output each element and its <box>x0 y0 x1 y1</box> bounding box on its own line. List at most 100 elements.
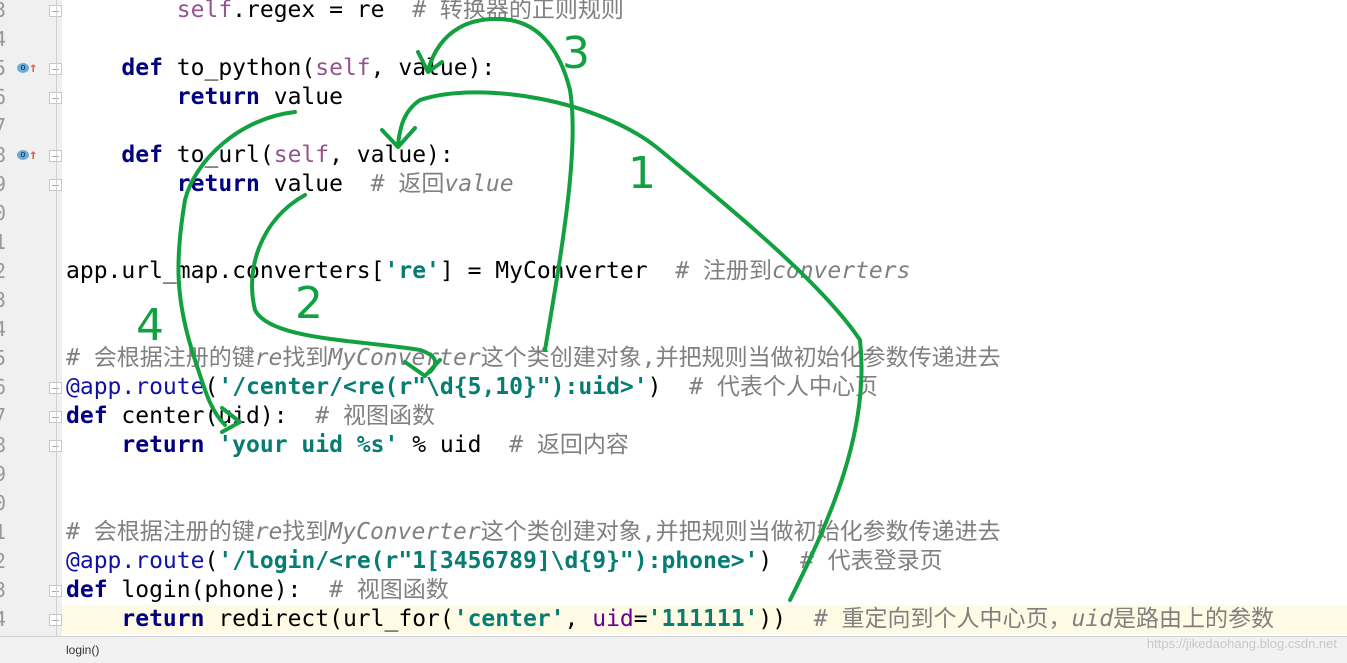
code-line[interactable]: @app.route('/login/<re(r"1[3456789]\d{9}… <box>66 547 1347 576</box>
code-line[interactable]: def to_url(self, value): <box>66 141 1347 170</box>
code-token <box>66 171 177 197</box>
code-token: ( <box>204 548 219 574</box>
fold-toggle-icon[interactable] <box>49 585 62 597</box>
code-line[interactable] <box>66 315 1347 344</box>
code-token: '/center/<re(r"\d{5,10}"):uid>' <box>218 374 648 400</box>
code-line[interactable] <box>66 25 1347 54</box>
line-number: 4 <box>0 605 6 634</box>
code-token: '/login/<re(r"1[3456789]\d{9}"):phone>' <box>218 548 759 574</box>
code-token: ) <box>758 548 800 574</box>
code-token: # 注册到 <box>675 258 772 284</box>
line-number: 3 <box>0 576 6 605</box>
code-line[interactable] <box>66 199 1347 228</box>
line-number: 0 <box>0 199 6 228</box>
code-token: # 返回内容 <box>509 432 629 458</box>
code-token: 'center' <box>453 606 565 632</box>
code-token: # 重定向到个人中心页， <box>813 606 1072 632</box>
breadcrumb[interactable]: login() <box>66 643 100 657</box>
line-number: 7 <box>0 402 6 431</box>
code-token: ) <box>647 374 690 400</box>
code-line[interactable]: self.regex = re # 转换器的正则规则 <box>66 0 1347 25</box>
code-token: value <box>273 84 343 110</box>
code-token: re <box>254 345 283 371</box>
line-number: 0 <box>0 489 6 518</box>
code-line[interactable]: # 会根据注册的键re找到MyConverter这个类创建对象,并把规则当做初始… <box>66 344 1347 373</box>
code-token: @app.route <box>66 374 205 400</box>
code-token: value <box>273 171 371 197</box>
line-number: 9 <box>0 170 6 199</box>
code-token: 是路由上的参数 <box>1113 606 1275 632</box>
code-line[interactable]: def center(uid): # 视图函数 <box>66 402 1347 431</box>
code-token: ] = MyConverter <box>439 258 676 284</box>
status-bar: login() <box>0 636 1347 663</box>
line-number: 8 <box>0 431 6 460</box>
code-token <box>66 0 177 23</box>
code-token: self <box>315 55 371 81</box>
code-token: '111111' <box>647 606 759 632</box>
code-line[interactable] <box>66 286 1347 315</box>
line-number: 3 <box>0 0 6 25</box>
fold-toggle-icon[interactable] <box>49 179 62 191</box>
override-method-icon[interactable]: o↑ <box>17 60 37 76</box>
fold-toggle-icon[interactable] <box>49 63 62 75</box>
code-token: )) <box>758 606 814 632</box>
fold-toggle-icon[interactable] <box>49 411 62 423</box>
code-line[interactable]: def to_python(self, value): <box>66 54 1347 83</box>
code-token: , <box>564 606 593 632</box>
code-token: MyConverter <box>328 345 481 371</box>
code-line[interactable] <box>66 228 1347 257</box>
line-number: 1 <box>0 228 6 257</box>
code-token: , value): <box>329 142 454 168</box>
fold-toggle-icon[interactable] <box>49 92 62 104</box>
code-line[interactable] <box>66 489 1347 518</box>
code-line[interactable]: return value # 返回value <box>66 170 1347 199</box>
code-token: 找到 <box>282 519 329 545</box>
code-line[interactable] <box>66 112 1347 141</box>
code-token: def <box>66 403 122 429</box>
code-line[interactable] <box>66 460 1347 489</box>
code-token: def <box>121 55 177 81</box>
code-line[interactable]: return 'your uid %s' % uid # 返回内容 <box>66 431 1347 460</box>
code-token: return <box>176 171 274 197</box>
code-line[interactable]: return value <box>66 83 1347 112</box>
code-token: return <box>121 432 219 458</box>
code-token <box>66 432 121 458</box>
fold-toggle-icon[interactable] <box>49 614 62 626</box>
override-method-icon[interactable]: o↑ <box>17 147 37 163</box>
code-token: to_url( <box>176 142 274 168</box>
code-token: , value): <box>370 55 496 81</box>
code-token: # 会根据注册的键 <box>66 519 255 545</box>
code-token <box>66 84 177 110</box>
code-token: return <box>121 606 219 632</box>
code-token: 're' <box>384 258 440 284</box>
code-line[interactable]: def login(phone): # 视图函数 <box>66 576 1347 605</box>
line-number: 9 <box>0 460 6 489</box>
code-token: self <box>176 0 233 23</box>
code-token: converters <box>772 258 911 284</box>
code-line[interactable]: # 会根据注册的键re找到MyConverter这个类创建对象,并把规则当做初始… <box>66 518 1347 547</box>
line-number: 8 <box>0 141 6 170</box>
code-line[interactable]: return redirect(url_for('center', uid='1… <box>62 605 1347 634</box>
line-number: 1 <box>0 518 6 547</box>
code-token: # 代表登录页 <box>799 548 943 574</box>
code-line[interactable]: app.url_map.converters['re'] = MyConvert… <box>66 257 1347 286</box>
fold-toggle-icon[interactable] <box>49 150 62 162</box>
line-number: 6 <box>0 83 6 112</box>
fold-guide <box>56 0 57 636</box>
code-token <box>66 55 121 81</box>
code-token: .regex = re <box>232 0 413 23</box>
code-token <box>66 606 121 632</box>
watermark: https://jikedaohang.blog.csdn.net <box>1146 636 1337 651</box>
code-token: % uid <box>398 432 510 458</box>
code-token: def <box>121 142 177 168</box>
code-token: # 会根据注册的键 <box>66 345 255 371</box>
code-token: # 返回 <box>370 171 445 197</box>
editor-gutter: 3456789012345678901234o↑o↑ <box>0 0 62 636</box>
code-line[interactable]: @app.route('/center/<re(r"\d{5,10}"):uid… <box>66 373 1347 402</box>
line-number: 4 <box>0 25 6 54</box>
fold-toggle-icon[interactable] <box>49 440 62 452</box>
line-number: 2 <box>0 257 6 286</box>
fold-toggle-icon[interactable] <box>49 5 62 17</box>
fold-toggle-icon[interactable] <box>49 382 62 394</box>
code-token: uid <box>1071 606 1114 632</box>
